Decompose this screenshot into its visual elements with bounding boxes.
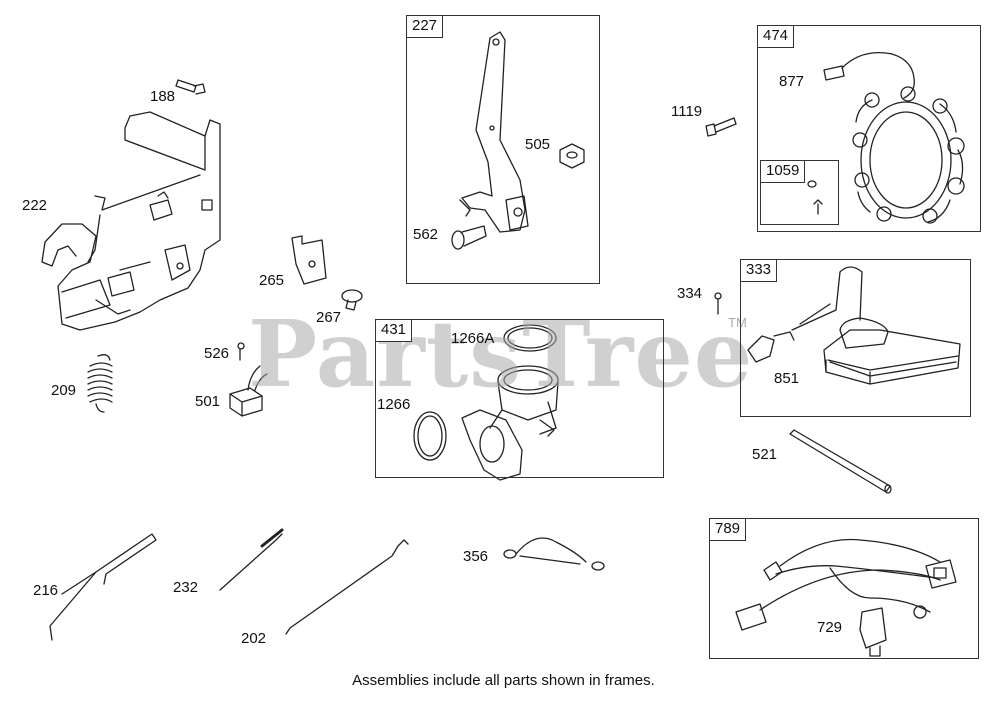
- frame-tag-431[interactable]: 431: [376, 320, 413, 342]
- part-label-877[interactable]: 877: [779, 73, 805, 90]
- frame-tag-789[interactable]: 789: [710, 519, 747, 541]
- stator-474-drawing: [823, 51, 965, 224]
- part-label-222[interactable]: 222: [22, 197, 48, 214]
- frame-789: 789: [709, 518, 979, 659]
- part-label-232[interactable]: 232: [173, 579, 199, 596]
- part-label-209[interactable]: 209: [51, 382, 77, 399]
- part-label-729[interactable]: 729: [817, 619, 843, 636]
- part-label-526[interactable]: 526: [204, 345, 230, 362]
- screw-526-drawing: [237, 342, 245, 361]
- clip-265-drawing: [291, 235, 327, 285]
- nut-505-drawing: [559, 143, 585, 169]
- elbow-431-drawing: [461, 365, 559, 481]
- part-label-216[interactable]: 216: [33, 582, 59, 599]
- part-label-188[interactable]: 188: [150, 88, 176, 105]
- frame-1059: 1059: [760, 160, 839, 225]
- part-label-1266[interactable]: 1266: [377, 396, 411, 413]
- part-label-202[interactable]: 202: [241, 630, 267, 647]
- part-label-265[interactable]: 265: [259, 272, 285, 289]
- lever-227-drawing: [459, 31, 529, 233]
- spring-209-drawing: [87, 354, 113, 413]
- frame-431: 431: [375, 319, 664, 478]
- part-label-267[interactable]: 267: [316, 309, 342, 326]
- bolt-1119-drawing: [705, 117, 737, 137]
- part-label-505[interactable]: 505: [525, 136, 551, 153]
- fastener-1059-drawing: [807, 180, 823, 215]
- screw-267-drawing: [341, 289, 363, 311]
- part-label-851[interactable]: 851: [774, 370, 800, 387]
- part-label-1266A[interactable]: 1266A: [451, 330, 495, 347]
- part-label-1119[interactable]: 1119: [671, 103, 703, 120]
- ring-1266A-drawing: [503, 324, 557, 352]
- oring-1266-drawing: [413, 411, 447, 461]
- part-label-521[interactable]: 521: [752, 446, 778, 463]
- module-501-drawing: [229, 365, 268, 417]
- part-label-562[interactable]: 562: [413, 226, 439, 243]
- rod-521-drawing: [789, 429, 892, 494]
- bolt-188-drawing: [175, 79, 206, 95]
- part-label-334[interactable]: 334: [677, 285, 703, 302]
- part-label-356[interactable]: 356: [463, 548, 489, 565]
- bolt-562-drawing: [451, 225, 487, 250]
- watermark-trademark: TM: [728, 315, 747, 330]
- frame-tag-227[interactable]: 227: [407, 16, 444, 38]
- bracket-222-drawing: [41, 111, 221, 331]
- harness-789-drawing: [735, 538, 957, 657]
- frame-tag-474[interactable]: 474: [758, 26, 795, 48]
- watermark: PartsTree: [248, 300, 754, 408]
- frame-333: 333: [740, 259, 971, 417]
- rod-202-drawing: [285, 539, 409, 635]
- coil-851-drawing: [747, 266, 961, 385]
- frame-474: 474: [757, 25, 981, 232]
- frame-tag-1059[interactable]: 1059: [761, 161, 806, 183]
- frame-227: 227: [406, 15, 600, 284]
- footer-note: Assemblies include all parts shown in fr…: [352, 672, 655, 689]
- wire-216-drawing: [49, 533, 157, 641]
- frame-tag-333[interactable]: 333: [741, 260, 778, 282]
- part-label-501[interactable]: 501: [195, 393, 221, 410]
- cable-232-drawing: [219, 528, 284, 591]
- cable-356-drawing: [503, 537, 605, 571]
- screw-334-drawing: [714, 292, 722, 315]
